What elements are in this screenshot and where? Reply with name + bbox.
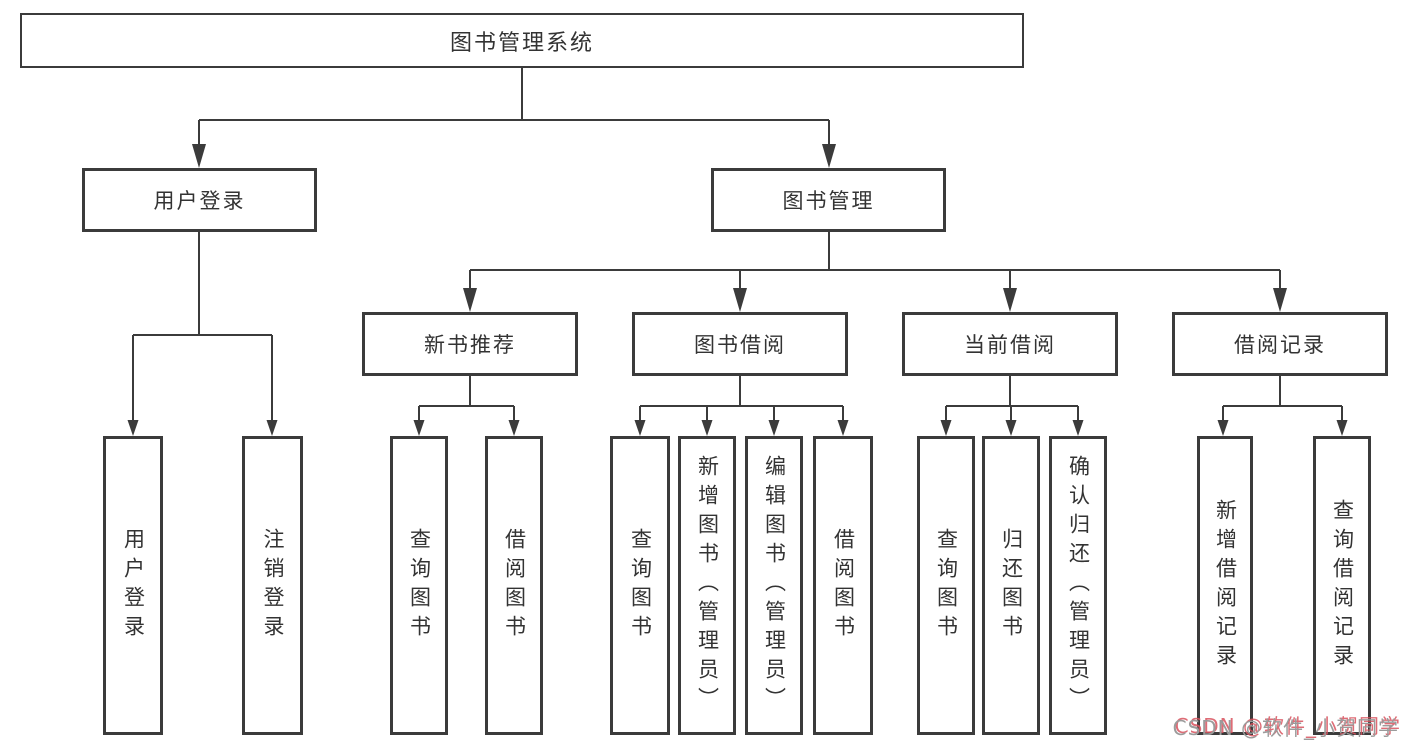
node-label: 图书借阅 [694, 333, 786, 357]
node-current-borrow: 当前借阅 [902, 312, 1118, 376]
csdn-watermark-text: CSDN @软件_小贺同学 [1172, 716, 1399, 740]
leaf-label: 编辑图书（管理员） [762, 455, 787, 716]
leaf-label: 新增借阅记录 [1213, 498, 1238, 673]
leaf-label: 查询图书 [407, 527, 432, 644]
node-user-login: 用户登录 [82, 168, 317, 232]
leaf-label: 用户登录 [121, 527, 146, 644]
node-label: 图书管理系统 [449, 30, 594, 56]
node-label: 借阅记录 [1234, 333, 1326, 357]
leaf-add-borrow-record: 新增借阅记录 [1197, 436, 1253, 735]
leaf-logout: 注销登录 [242, 436, 303, 735]
connector-borrow-records-children [1217, 376, 1348, 436]
leaf-label: 查询借阅记录 [1330, 498, 1355, 673]
csdn-watermark-red-layer: CSDN @软件_小贺同学 [1174, 714, 1401, 738]
leaf-borrow-book-recommend: 借阅图书 [485, 436, 543, 735]
leaf-user-login: 用户登录 [103, 436, 163, 735]
node-root-system: 图书管理系统 [20, 13, 1024, 68]
node-book-borrow: 图书借阅 [632, 312, 848, 376]
leaf-query-borrow-record: 查询借阅记录 [1313, 436, 1371, 735]
node-label: 图书管理 [782, 189, 875, 213]
leaf-confirm-return-admin: 确认归还（管理员） [1049, 436, 1107, 735]
node-label: 用户登录 [153, 189, 246, 213]
node-label: 当前借阅 [964, 333, 1056, 357]
leaf-return-book: 归还图书 [982, 436, 1040, 735]
connector-new-book-recommend-children [413, 376, 520, 436]
leaf-label: 查询图书 [934, 527, 959, 644]
node-borrow-records: 借阅记录 [1172, 312, 1388, 376]
leaf-borrow-book: 借阅图书 [813, 436, 873, 735]
leaf-query-book-recommend: 查询图书 [390, 436, 448, 735]
leaf-add-book-admin: 新增图书（管理员） [678, 436, 736, 735]
leaf-label: 归还图书 [999, 527, 1024, 644]
connector-book-management-children [463, 232, 1287, 312]
connector-current-borrow-children [940, 376, 1084, 436]
connector-book-borrow-children [634, 376, 849, 436]
leaf-edit-book-admin: 编辑图书（管理员） [745, 436, 803, 735]
leaf-label: 查询图书 [628, 527, 653, 644]
csdn-watermark: CSDN @软件_小贺同学 CSDN @软件_小贺同学 [1172, 712, 1401, 741]
connector-user-login-children [127, 232, 278, 436]
leaf-label: 确认归还（管理员） [1066, 455, 1091, 716]
leaf-label: 注销登录 [261, 527, 285, 644]
connector-root-to-level2 [192, 68, 836, 168]
leaf-query-book-borrow: 查询图书 [610, 436, 670, 735]
leaf-label: 借阅图书 [831, 527, 856, 644]
node-book-management: 图书管理 [711, 168, 946, 232]
node-new-book-recommend: 新书推荐 [362, 312, 578, 376]
leaf-query-book-current: 查询图书 [917, 436, 975, 735]
leaf-label: 新增图书（管理员） [695, 455, 720, 716]
leaf-label: 借阅图书 [502, 527, 527, 644]
node-label: 新书推荐 [424, 333, 516, 357]
